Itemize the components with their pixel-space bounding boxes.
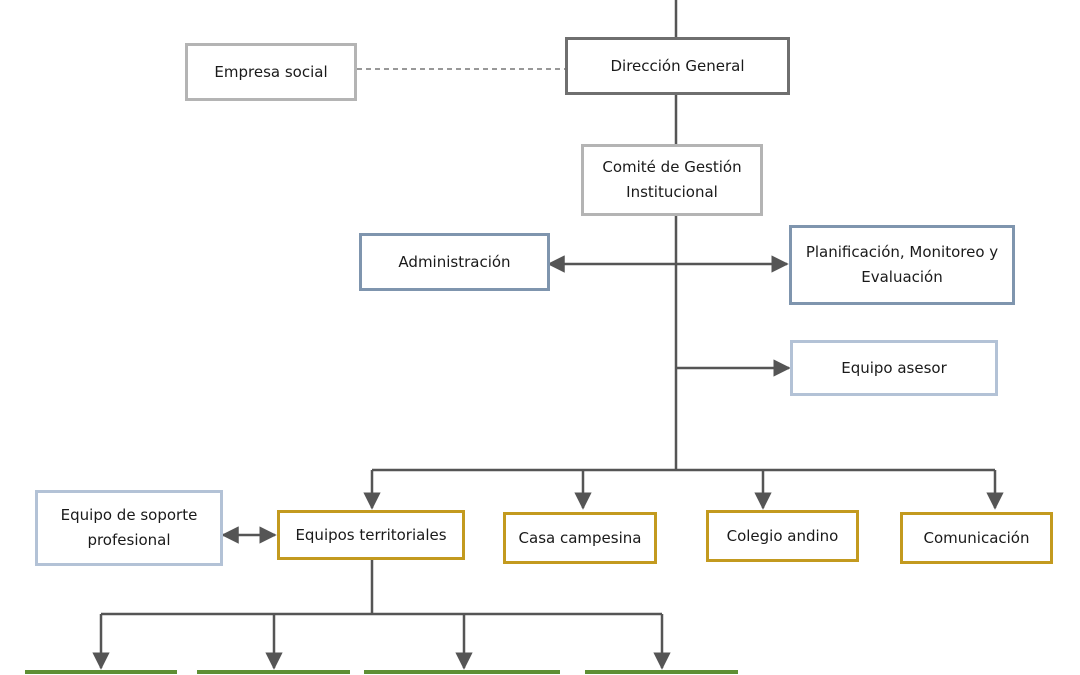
node-planificacion: Planificación, Monitoreo y Evaluación — [789, 225, 1015, 305]
node-comite-gestion: Comité de Gestión Institucional — [581, 144, 763, 216]
node-casa-campesina: Casa campesina — [503, 512, 657, 564]
node-label: Dirección General — [610, 56, 745, 75]
node-label: Comité de Gestión Institucional — [602, 158, 742, 201]
node-territorial-unit-1 — [25, 670, 177, 675]
node-territorial-unit-3 — [364, 670, 560, 675]
node-label: Casa campesina — [518, 528, 642, 547]
node-label: Administración — [398, 252, 511, 271]
node-equipo-soporte: Equipo de soporte profesional — [35, 490, 223, 566]
node-comunicacion: Comunicación — [900, 512, 1053, 564]
node-label: Equipo de soporte profesional — [60, 506, 198, 549]
node-empresa-social: Empresa social — [185, 43, 357, 101]
node-label: Planificación, Monitoreo y Evaluación — [805, 243, 999, 286]
node-direccion-general: Dirección General — [565, 37, 790, 95]
node-equipo-asesor: Equipo asesor — [790, 340, 998, 396]
node-label: Equipo asesor — [841, 358, 947, 377]
node-territorial-unit-4 — [585, 670, 738, 675]
node-label: Empresa social — [214, 62, 328, 81]
node-administracion: Administración — [359, 233, 550, 291]
node-colegio-andino: Colegio andino — [706, 510, 859, 562]
node-label: Equipos territoriales — [295, 525, 447, 544]
node-label: Colegio andino — [726, 526, 839, 545]
node-equipos-territoriales: Equipos territoriales — [277, 510, 465, 560]
node-label: Comunicación — [923, 528, 1030, 547]
node-territorial-unit-2 — [197, 670, 350, 675]
